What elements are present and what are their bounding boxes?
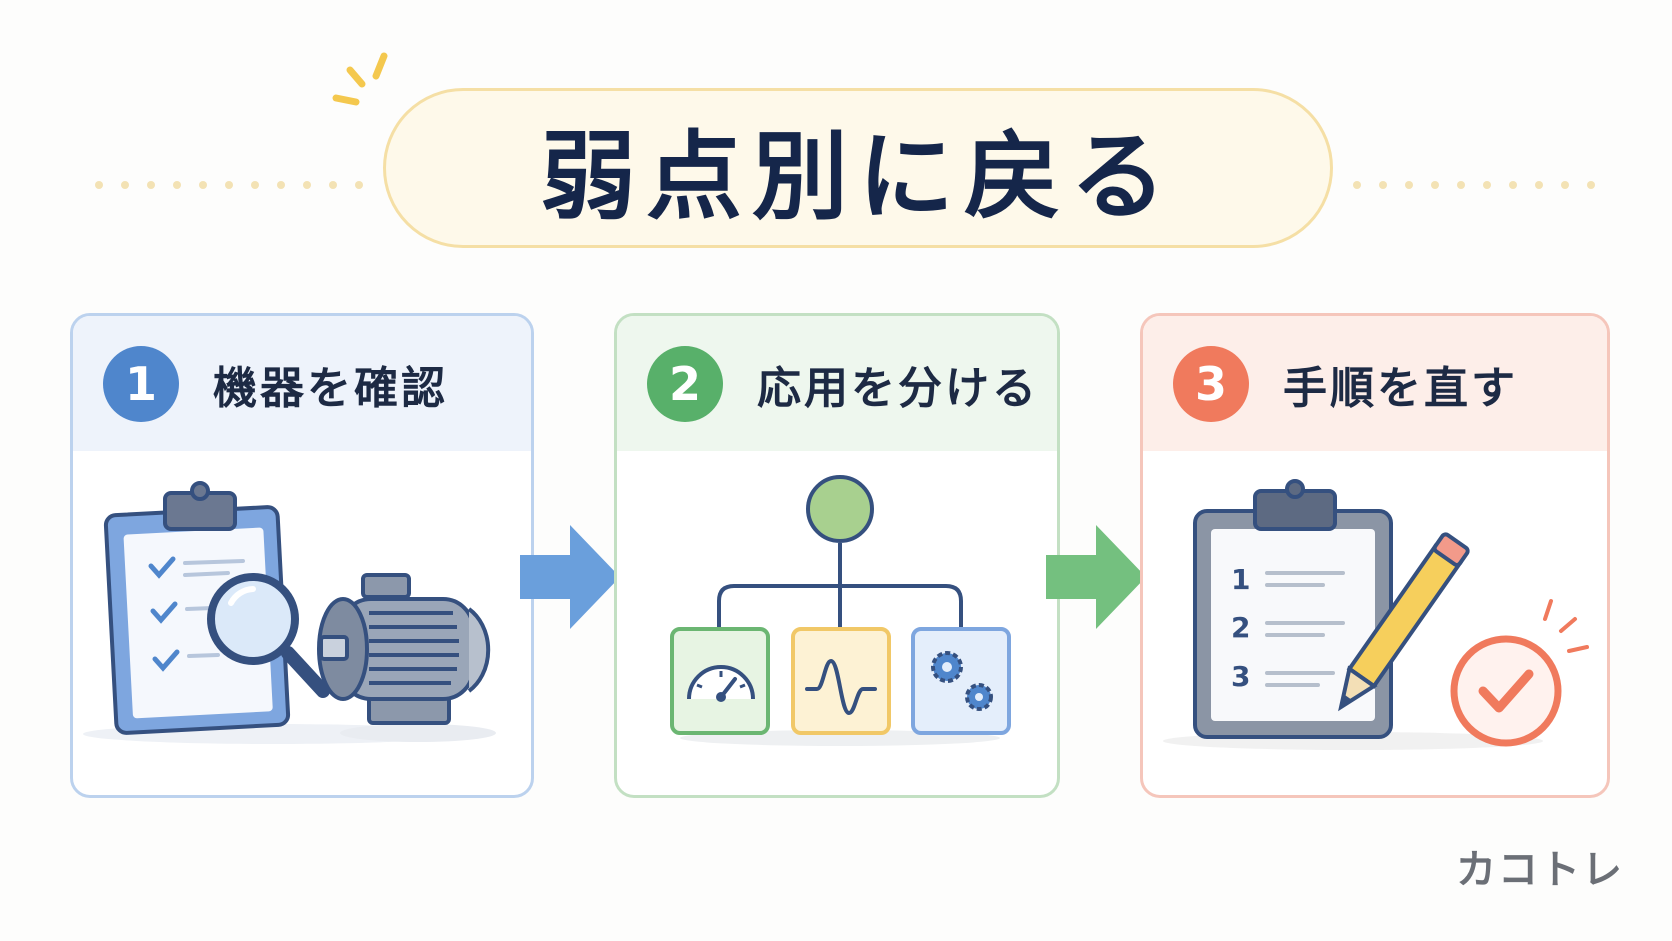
check-icon	[148, 556, 180, 672]
dotted-line-right	[1353, 174, 1613, 189]
step-number-badge: 3	[1173, 345, 1249, 422]
step-number-badge: 1	[103, 345, 179, 422]
tree-connector-icon	[717, 543, 963, 629]
step-illustration-2	[617, 451, 1057, 795]
step-illustration-1	[73, 451, 531, 795]
arrow-right-icon	[520, 525, 620, 629]
magnifier-icon	[207, 573, 330, 698]
arrow-right-icon	[1046, 525, 1146, 629]
list-number-2: 2	[1231, 611, 1250, 644]
step-label: 手順を直す	[1283, 362, 1518, 414]
pencil-icon	[1338, 532, 1470, 712]
step-header-1: 1 機器を確認	[73, 316, 531, 451]
step-card-1: 1 機器を確認	[70, 313, 534, 798]
step-card-2: 2 応用を分ける	[614, 313, 1060, 798]
page-title: 弱点別に戻る	[540, 120, 1176, 233]
brand-logo: カコトレ	[1456, 847, 1624, 893]
title-banner: 弱点別に戻る	[383, 88, 1333, 248]
dotted-line-left	[95, 174, 381, 189]
step-header-3: 3 手順を直す	[1143, 316, 1607, 451]
list-number-3: 3	[1231, 660, 1250, 693]
check-circle-icon	[1450, 599, 1589, 747]
step-illustration-3: 1 2 3	[1143, 451, 1607, 795]
motor-icon	[317, 573, 496, 742]
clipboard-icon	[1193, 479, 1393, 739]
step-label: 応用を分ける	[757, 362, 1039, 414]
waveform-icon	[791, 627, 891, 735]
list-number-1: 1	[1231, 563, 1250, 596]
root-node-icon	[806, 475, 874, 543]
gauge-icon	[670, 627, 770, 735]
step-header-2: 2 応用を分ける	[617, 316, 1057, 451]
gears-icon	[911, 627, 1011, 735]
sparkle-icon	[332, 52, 388, 106]
step-label: 機器を確認	[213, 362, 448, 414]
step-card-3: 3 手順を直す 1 2 3	[1140, 313, 1610, 798]
step-number-badge: 2	[647, 345, 723, 422]
